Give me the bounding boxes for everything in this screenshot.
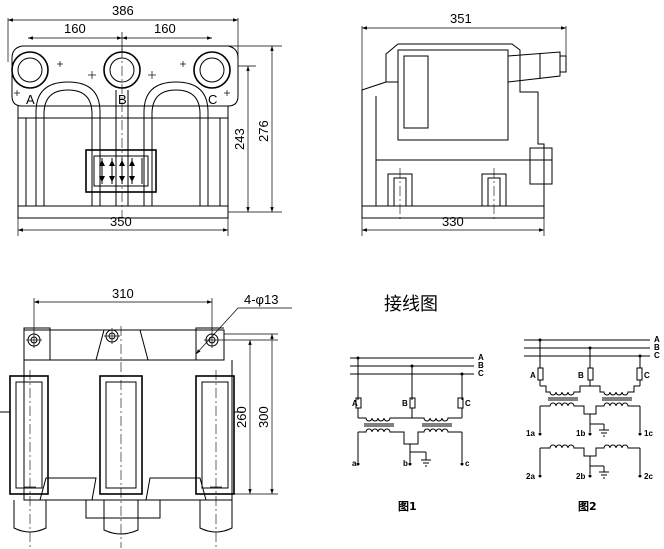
wiring-fig2: A B C A B C 1a (524, 335, 660, 513)
fig1-bus-label-c: C (478, 369, 484, 378)
dim-top-height-inner: 260 (234, 406, 249, 428)
fig2-primary-label-b: B (578, 371, 584, 380)
fig2-secondary2-label-a: 2a (526, 472, 535, 481)
fig1-secondary-label-a: a (352, 459, 357, 468)
side-view: 351 330 (361, 11, 567, 236)
fig2-secondary2-label-c: 2c (644, 472, 653, 481)
front-phase-label-a: A (26, 92, 35, 107)
fig2-bus-label-a: A (654, 335, 660, 344)
fig1-caption: 图1 (398, 500, 417, 513)
fig1-secondary-label-b: b (403, 459, 408, 468)
fig2-secondary1-label-c: 1c (644, 429, 653, 438)
callout-holes: 4-φ13 (244, 292, 278, 307)
fig2-secondary1-label-b: 1b (576, 429, 585, 438)
front-phase-label-c: C (208, 92, 217, 107)
fig2-bus-label-b: B (654, 343, 660, 352)
fig1-primary-label-b: B (402, 399, 408, 408)
fig2-bus-label-c: C (654, 351, 660, 360)
wiring-fig1: A B C A B C (350, 353, 484, 513)
fig1-bus-label-b: B (478, 361, 484, 370)
fig2-primary-label-a: A (530, 371, 536, 380)
fig1-primary-label-a: A (352, 399, 358, 408)
fig2-secondary2-label-b: 2b (576, 472, 585, 481)
dim-top-height-outer: 300 (256, 406, 271, 428)
front-phase-label-b: B (118, 92, 127, 107)
fig1-primary-label-c: C (465, 399, 471, 408)
dim-front-height-inner: 243 (232, 128, 247, 150)
top-view: 310 4-φ13 (0, 286, 292, 548)
fig2-secondary1-label-a: 1a (526, 429, 535, 438)
dim-side-width-base: 330 (442, 214, 464, 229)
dim-front-height-outer: 276 (256, 120, 271, 142)
wiring-title: 接线图 (384, 294, 438, 315)
dim-top-width: 310 (112, 286, 134, 301)
dim-side-width-top: 351 (450, 11, 472, 26)
dim-front-width-top: 386 (112, 3, 134, 18)
dim-front-spacing-left: 160 (64, 21, 86, 36)
fig2-caption: 图2 (578, 500, 597, 513)
fig2-primary-label-c: C (644, 371, 650, 380)
dim-front-width-base: 350 (110, 214, 132, 229)
dim-front-spacing-right: 160 (154, 21, 176, 36)
front-view: 386 160 160 A B C (7, 3, 282, 236)
fig1-bus-label-a: A (478, 353, 484, 362)
fig1-secondary-label-c: c (465, 459, 470, 468)
